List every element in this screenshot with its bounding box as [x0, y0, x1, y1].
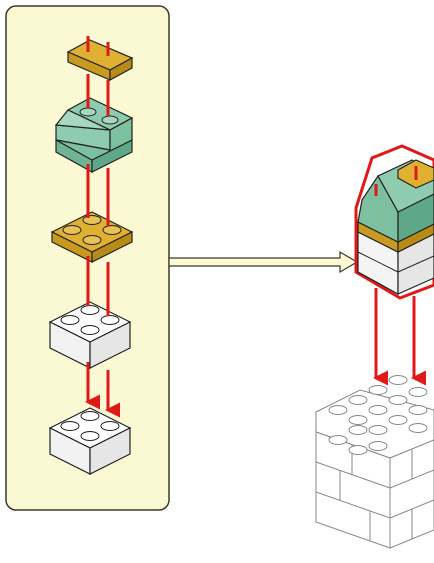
placement-red-guides: [376, 288, 414, 378]
assembled-submodel: [356, 146, 434, 298]
ghost-base-wall: [316, 376, 434, 549]
callout-arrow: [169, 252, 357, 272]
